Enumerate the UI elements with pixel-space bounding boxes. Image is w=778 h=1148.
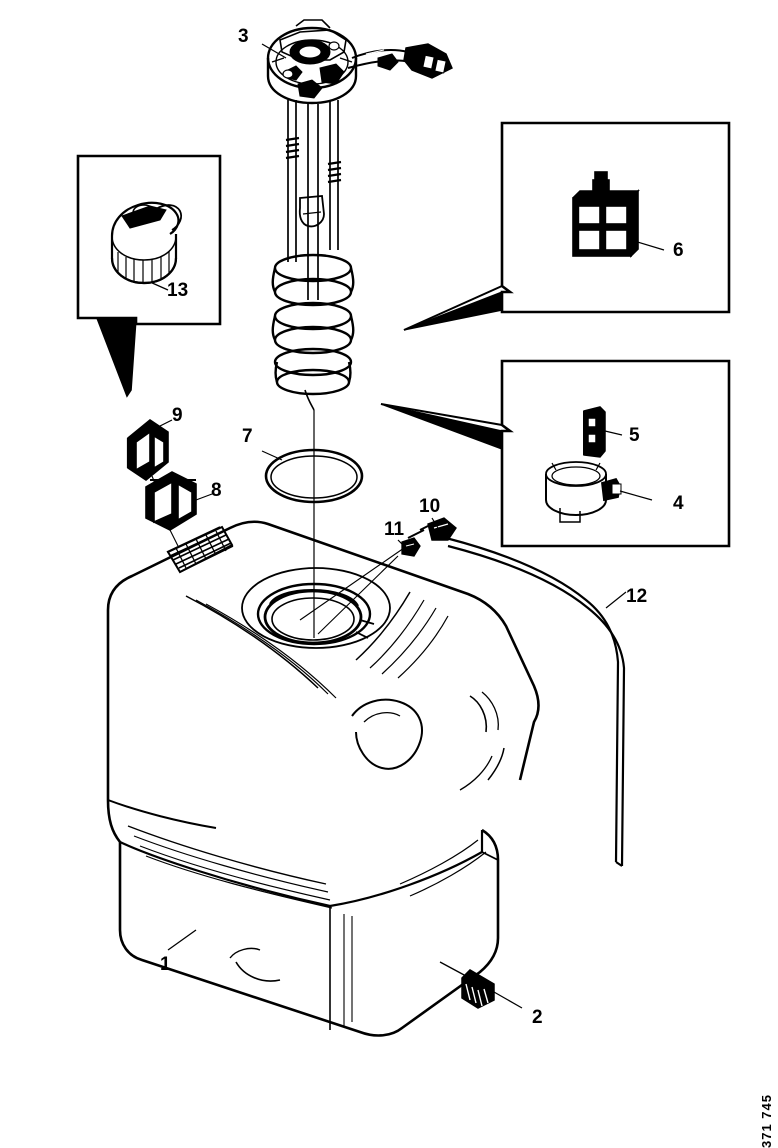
retaining-clip-drawing [583, 406, 623, 458]
sealing-ring-drawing [261, 448, 364, 504]
filler-neck-corrugation [166, 525, 234, 574]
fuel-tank-drawing [106, 520, 540, 1037]
callout-box-filter [380, 359, 731, 548]
part-number-6: 6 [673, 240, 684, 261]
part-number-11: 11 [384, 519, 405, 540]
part-number-13: 13 [167, 280, 189, 301]
fuel-line-drawing [299, 517, 627, 867]
part-number-8: 8 [211, 480, 222, 501]
callout-box-connector [403, 121, 731, 331]
electrical-connector-drawing [572, 171, 665, 258]
part-number-9: 9 [172, 405, 183, 426]
part-number-10: 10 [419, 496, 441, 517]
drain-plug-drawing [439, 961, 523, 1009]
part-number-4: 4 [673, 493, 684, 514]
fuel-pump-module-drawing [261, 19, 453, 105]
filler-neck-grommet-drawing [145, 471, 213, 547]
sheet-reference-code: 371 745 [759, 1094, 774, 1148]
part-number-1: 1 [160, 954, 171, 975]
part-number-7: 7 [242, 426, 253, 447]
part-number-3: 3 [238, 26, 249, 47]
fuel-filter-housing-drawing [545, 461, 653, 523]
parts-diagram-canvas [76, 19, 731, 1037]
callout-box-cap [76, 154, 222, 398]
part-number-12: 12 [626, 586, 648, 607]
filler-neck-upper-drawing [126, 419, 173, 481]
leader-line-tank [167, 929, 197, 951]
part-number-2: 2 [532, 1007, 543, 1028]
fuel-filler-cap-drawing [110, 201, 183, 291]
fuel-pump-stem-drawing [271, 100, 355, 638]
part-number-5: 5 [629, 425, 640, 446]
